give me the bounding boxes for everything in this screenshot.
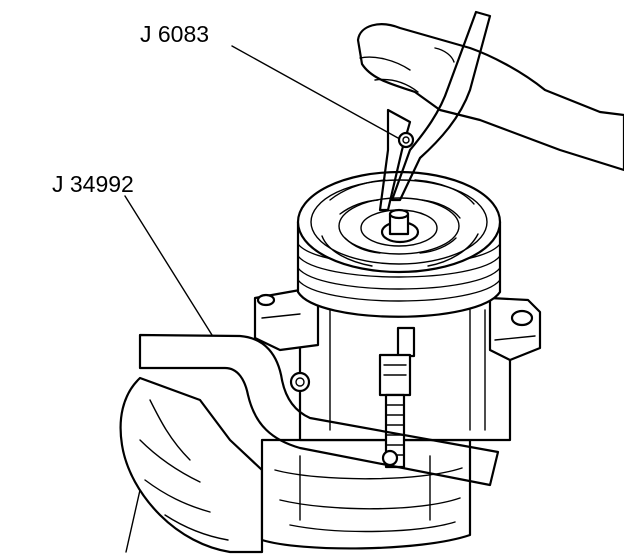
holding-fixture-j34992 [138, 333, 500, 487]
mounting-ear-right [488, 296, 542, 362]
center-shaft [378, 326, 416, 469]
left-hand-support [119, 376, 264, 554]
leader-lines [124, 45, 399, 553]
clutch-plate [296, 170, 502, 274]
mounting-ear-left [253, 288, 320, 352]
callout-label-j6083: J 6083 [140, 21, 209, 47]
leader-line-j34992 [124, 195, 213, 336]
callout-label-j34992: J 34992 [52, 171, 134, 197]
leader-line-j6083 [231, 45, 399, 139]
right-hand [356, 23, 624, 172]
snap-ring-pliers-j6083 [378, 10, 492, 212]
leader-line-bottom [125, 489, 141, 553]
